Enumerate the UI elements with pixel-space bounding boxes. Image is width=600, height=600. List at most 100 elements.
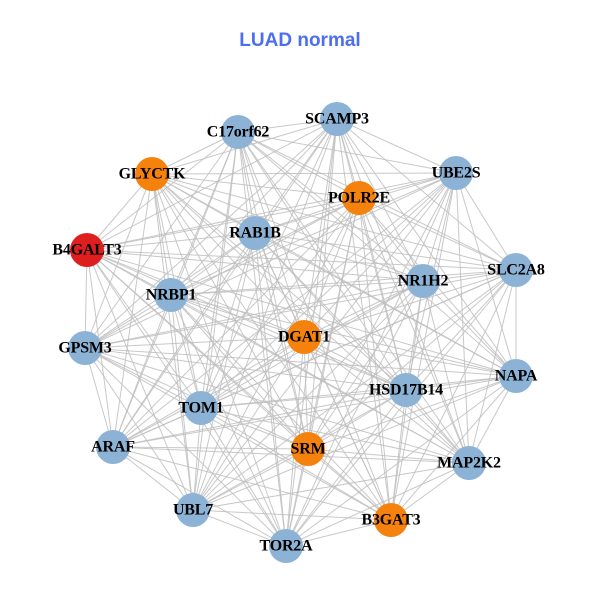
edge	[455, 172, 470, 464]
edge	[86, 118, 338, 251]
edge	[200, 407, 392, 521]
edge	[84, 347, 202, 409]
edge	[84, 347, 392, 521]
edge	[86, 131, 239, 251]
edge	[84, 347, 470, 464]
edge	[285, 280, 424, 547]
node-label-POLR2E: POLR2E	[328, 190, 390, 207]
node-B4GALT3	[70, 233, 104, 267]
edge	[303, 280, 424, 338]
edge	[192, 509, 392, 521]
edge	[390, 269, 517, 521]
edge	[254, 232, 424, 282]
edge	[192, 375, 517, 511]
node-TOM1	[184, 391, 218, 425]
edge	[303, 336, 470, 464]
node-TOR2A	[269, 529, 303, 563]
nodes-layer	[68, 102, 533, 563]
node-label-TOR2A: TOR2A	[260, 538, 314, 555]
edge	[237, 131, 360, 199]
edge	[86, 249, 424, 282]
edge	[390, 375, 517, 521]
edge	[151, 172, 457, 175]
edge	[112, 446, 309, 450]
edge	[86, 249, 407, 391]
edge	[285, 519, 392, 547]
edge	[151, 173, 392, 521]
edge	[455, 172, 517, 271]
edge	[237, 131, 470, 464]
edge	[112, 197, 360, 448]
edges-layer	[84, 118, 517, 547]
edge	[358, 197, 424, 282]
edge	[390, 172, 457, 521]
edge	[84, 269, 517, 349]
edge	[307, 448, 392, 521]
edge	[84, 347, 517, 377]
edge	[112, 172, 457, 448]
node-UBE2S	[439, 156, 473, 190]
edge	[192, 269, 517, 511]
edge	[151, 173, 407, 391]
edge	[200, 336, 305, 409]
edge	[170, 294, 202, 409]
edge	[200, 407, 287, 547]
edge	[336, 118, 392, 521]
node-GLYCTK	[135, 157, 169, 191]
edge	[151, 173, 360, 199]
node-label-B3GAT3: B3GAT3	[362, 512, 421, 529]
edge	[285, 462, 470, 547]
edge	[112, 375, 517, 448]
edge	[192, 172, 457, 511]
edge	[254, 232, 517, 271]
node-label-SCAMP3: SCAMP3	[305, 111, 369, 128]
node-label-DGAT1: DGAT1	[278, 329, 330, 346]
chart-title: LUAD normal	[239, 30, 361, 51]
edge	[84, 347, 114, 448]
edge	[307, 389, 407, 450]
edge	[192, 118, 338, 511]
node-DGAT1	[287, 320, 321, 354]
edge	[303, 336, 407, 391]
edge	[151, 173, 470, 464]
node-label-MAP2K2: MAP2K2	[437, 455, 501, 472]
edge	[336, 118, 470, 464]
node-SCAMP3	[320, 102, 354, 136]
node-label-C17orf62: C17orf62	[207, 124, 270, 141]
edge	[192, 448, 309, 511]
node-RAB1B	[238, 216, 272, 250]
edge	[237, 131, 424, 282]
edge	[84, 347, 407, 391]
edge	[170, 294, 287, 547]
node-label-NAPA: NAPA	[495, 368, 538, 385]
edge	[303, 197, 360, 338]
edge	[303, 336, 309, 450]
node-label-SLC2A8: SLC2A8	[487, 262, 545, 279]
edge	[254, 232, 517, 377]
edge	[200, 232, 256, 409]
edge	[86, 249, 287, 547]
edge	[358, 197, 392, 521]
edge	[86, 249, 517, 271]
edge	[303, 118, 338, 338]
edge	[112, 232, 256, 448]
edge	[285, 389, 407, 547]
edge	[170, 294, 305, 338]
edge	[237, 131, 517, 271]
edge	[200, 197, 360, 409]
node-GPSM3	[68, 331, 102, 365]
edge	[151, 173, 517, 271]
edge	[285, 197, 360, 547]
node-SRM	[291, 432, 325, 466]
node-label-UBL7: UBL7	[173, 502, 213, 519]
node-SLC2A8	[499, 253, 533, 287]
edge	[468, 269, 517, 464]
edge	[170, 232, 256, 296]
edge	[237, 131, 457, 174]
node-label-SRM: SRM	[291, 441, 326, 458]
edge	[254, 197, 360, 234]
node-MAP2K2	[452, 446, 486, 480]
edge	[200, 389, 407, 409]
node-POLR2E	[342, 181, 376, 215]
